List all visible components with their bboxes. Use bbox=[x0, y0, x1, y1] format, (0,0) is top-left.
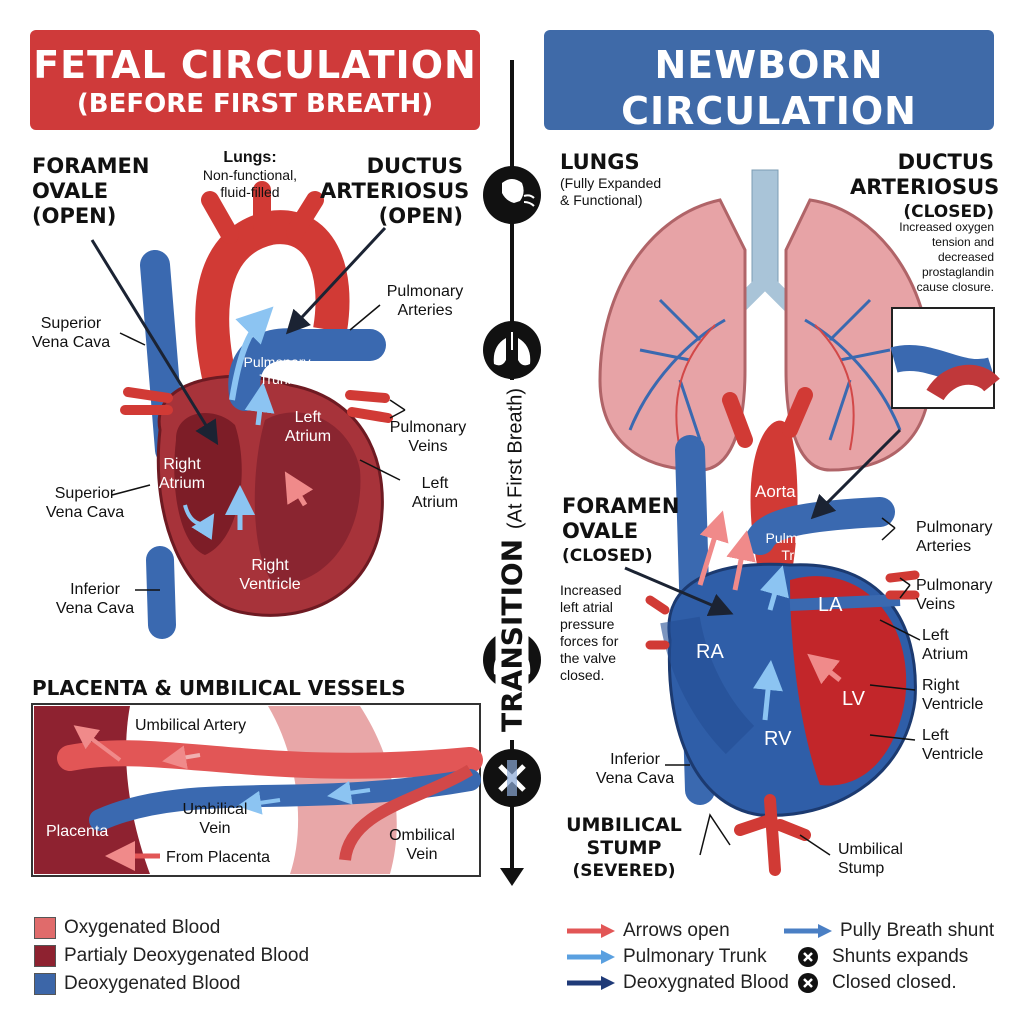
blue-arrow-icon bbox=[784, 924, 832, 938]
swatch-oxygenated bbox=[34, 917, 56, 939]
legend-item-partial: Partialy Deoxygenated Blood bbox=[34, 945, 309, 967]
transition-title: TRANSITION bbox=[495, 538, 529, 732]
newborn-heart bbox=[624, 387, 921, 876]
placenta-panel bbox=[31, 703, 483, 877]
legend-item-deoxygnated: Deoxygnated Blood bbox=[565, 972, 789, 994]
legend-item-deoxygenated: Deoxygenated Blood bbox=[34, 973, 240, 995]
legend-item-breath-shunt: Pully Breath shunt bbox=[782, 920, 994, 942]
lv-label: LV bbox=[842, 688, 865, 710]
la-label: LA bbox=[818, 594, 843, 616]
placenta-title: PLACENTA & UMBILICAL VESSELS bbox=[32, 676, 406, 700]
legend-item-oxygenated: Oxygenated Blood bbox=[34, 917, 220, 939]
ra-label: RA bbox=[696, 641, 724, 663]
timeline-arrowhead bbox=[500, 868, 524, 886]
placenta-label: Placenta bbox=[46, 823, 109, 840]
fetal-title: FETAL CIRCULATION bbox=[33, 43, 477, 87]
legend-item-shunts-expands: Shunts expands bbox=[798, 946, 968, 968]
rv-label: RV bbox=[764, 728, 792, 750]
newborn-lungs bbox=[598, 169, 1000, 472]
umbilical-artery-label: Umbilical Artery bbox=[135, 717, 247, 734]
fetal-lungs-label: Lungs: Non-functional, fluid-filled bbox=[202, 149, 298, 200]
close-circle-icon bbox=[798, 947, 818, 967]
newborn-title: NEWBORN CIRCULATION bbox=[621, 43, 917, 133]
dark-blue-arrow-icon bbox=[567, 976, 615, 990]
newborn-subtitle: (AFTER FIRST BREATH) bbox=[601, 135, 937, 165]
legend-item-pulmonary-trunk: Pulmonary Trunk bbox=[565, 946, 767, 968]
newborn-banner: NEWBORN CIRCULATION (AFTER FIRST BREATH) bbox=[544, 30, 994, 165]
light-blue-arrow-icon bbox=[567, 950, 615, 964]
from-placenta-label: From Placenta bbox=[166, 849, 271, 866]
swatch-partial bbox=[34, 945, 56, 967]
fetal-banner: FETAL CIRCULATION (BEFORE FIRST BREATH) bbox=[30, 30, 480, 130]
newborn-aorta-label: Aorta bbox=[755, 482, 796, 501]
legend-item-arrows-open: Arrows open bbox=[565, 920, 730, 942]
red-arrow-icon bbox=[567, 924, 615, 938]
close-circle-icon bbox=[798, 973, 818, 993]
legend-item-closed: Closed closed. bbox=[798, 972, 957, 994]
fetal-subtitle: (BEFORE FIRST BREATH) bbox=[76, 89, 434, 119]
fetal-heart bbox=[90, 181, 406, 639]
transition-label: TRANSITION (At First Breath) bbox=[495, 380, 529, 740]
swatch-deoxygenated bbox=[34, 973, 56, 995]
newborn-lungs-label: LUNGS (Fully Expanded & Functional) bbox=[560, 150, 662, 208]
transition-subtitle: (At First Breath) bbox=[504, 388, 527, 530]
